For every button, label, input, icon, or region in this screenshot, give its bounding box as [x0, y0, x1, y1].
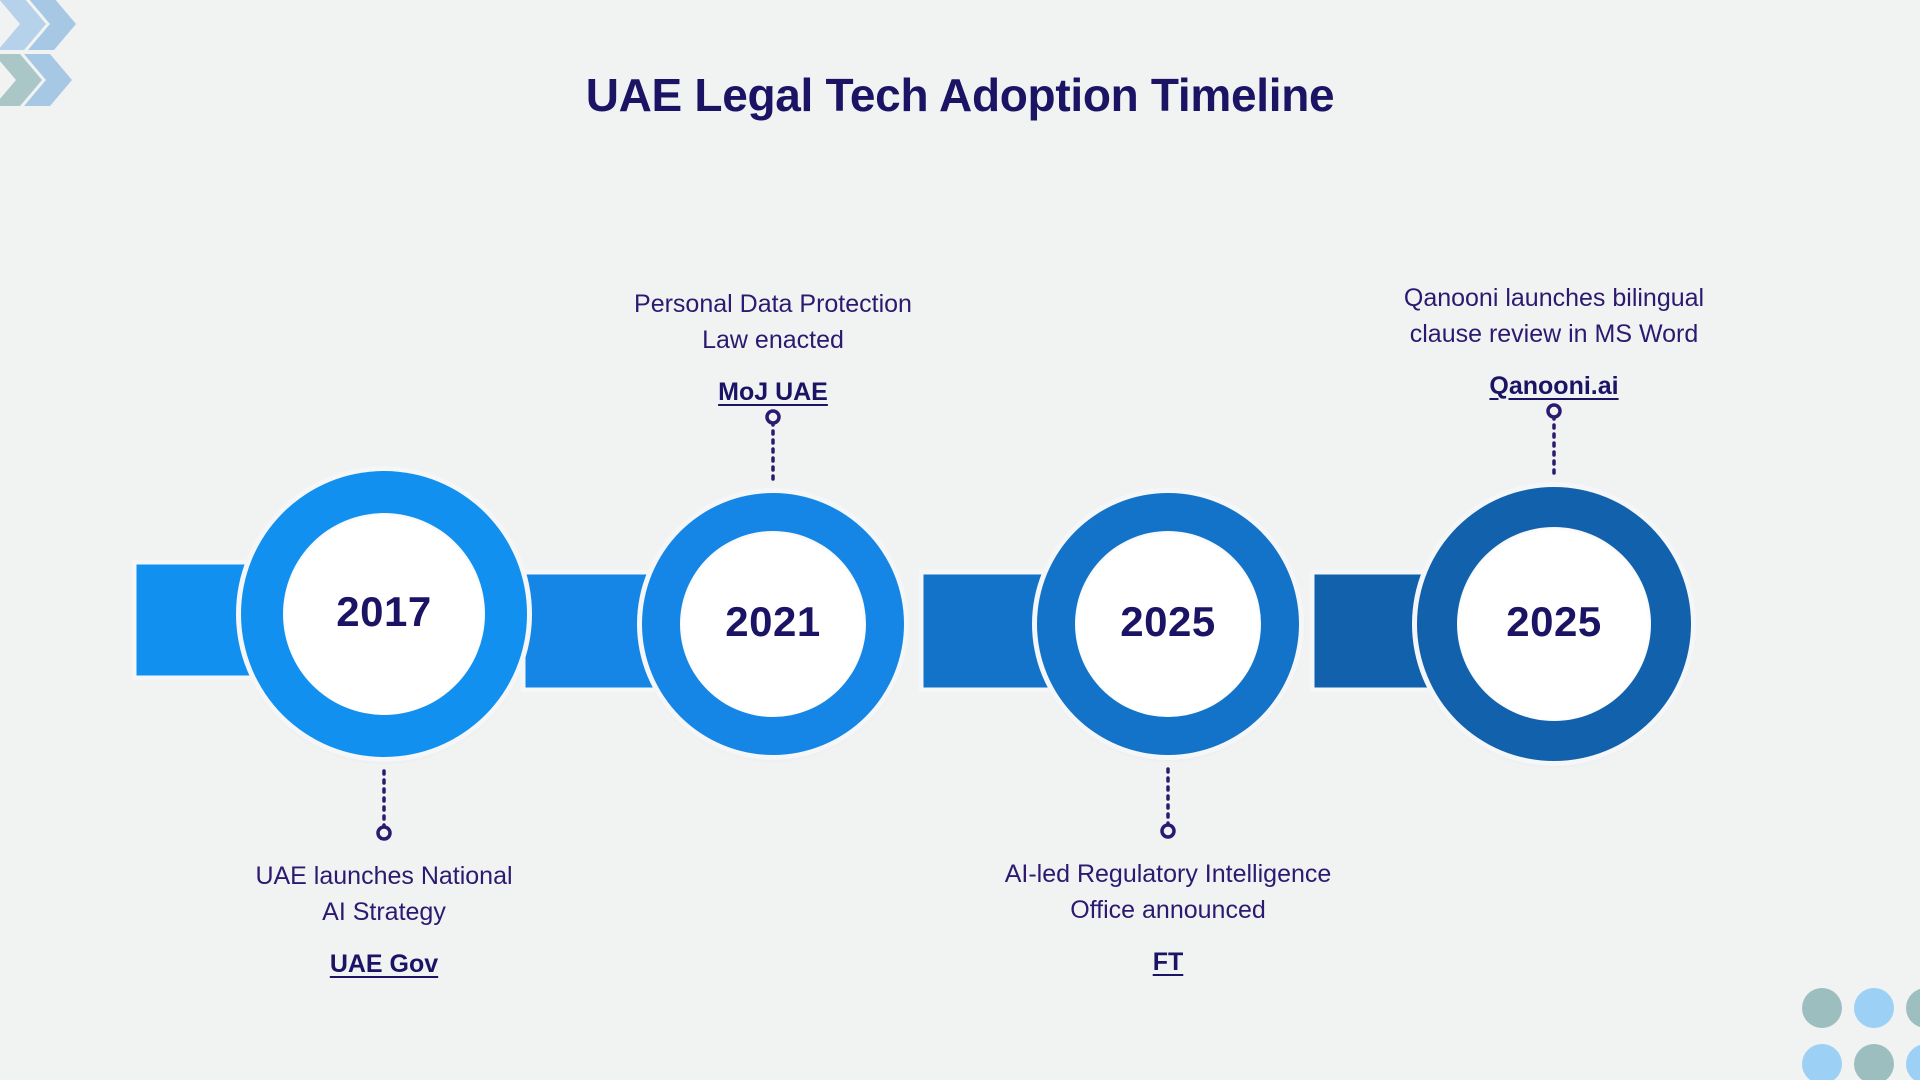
milestone-label-3: Qanooni launches bilingual clause review…: [1324, 281, 1784, 401]
milestone-ring-0: 2017: [241, 471, 527, 757]
milestone-source-link-2[interactable]: FT: [1152, 948, 1184, 976]
milestone-description-3: Qanooni launches bilingual clause review…: [1403, 284, 1705, 348]
milestone-ring-inner-1: [680, 531, 866, 717]
milestone-source-link-0[interactable]: UAE Gov: [329, 950, 439, 978]
milestone-ring-3: 2025: [1417, 487, 1691, 761]
milestone-year-1: 2021: [725, 598, 821, 645]
milestone-ring-inner-0: [283, 513, 485, 715]
milestone-ring-2: 2025: [1037, 493, 1299, 755]
milestone-description-1: Personal Data Protection Law enacted: [634, 290, 912, 354]
milestone-year-2: 2025: [1120, 598, 1216, 645]
milestone-source-link-1[interactable]: MoJ UAE: [718, 378, 828, 406]
milestone-ring-1: 2021: [642, 493, 904, 755]
milestone-description-0: UAE launches National AI Strategy: [255, 862, 513, 926]
milestone-source-link-3[interactable]: Qanooni.ai: [1489, 372, 1619, 400]
page-title: UAE Legal Tech Adoption Timeline: [585, 69, 1335, 121]
milestone-description-2: AI-led Regulatory Intelligence Office an…: [1004, 860, 1332, 924]
milestone-ring-inner-3: [1457, 527, 1651, 721]
milestone-ring-inner-2: [1075, 531, 1261, 717]
milestone-year-0: 2017: [336, 588, 432, 635]
milestone-year-3: 2025: [1506, 598, 1602, 645]
milestone-label-2: AI-led Regulatory Intelligence Office an…: [938, 857, 1398, 977]
